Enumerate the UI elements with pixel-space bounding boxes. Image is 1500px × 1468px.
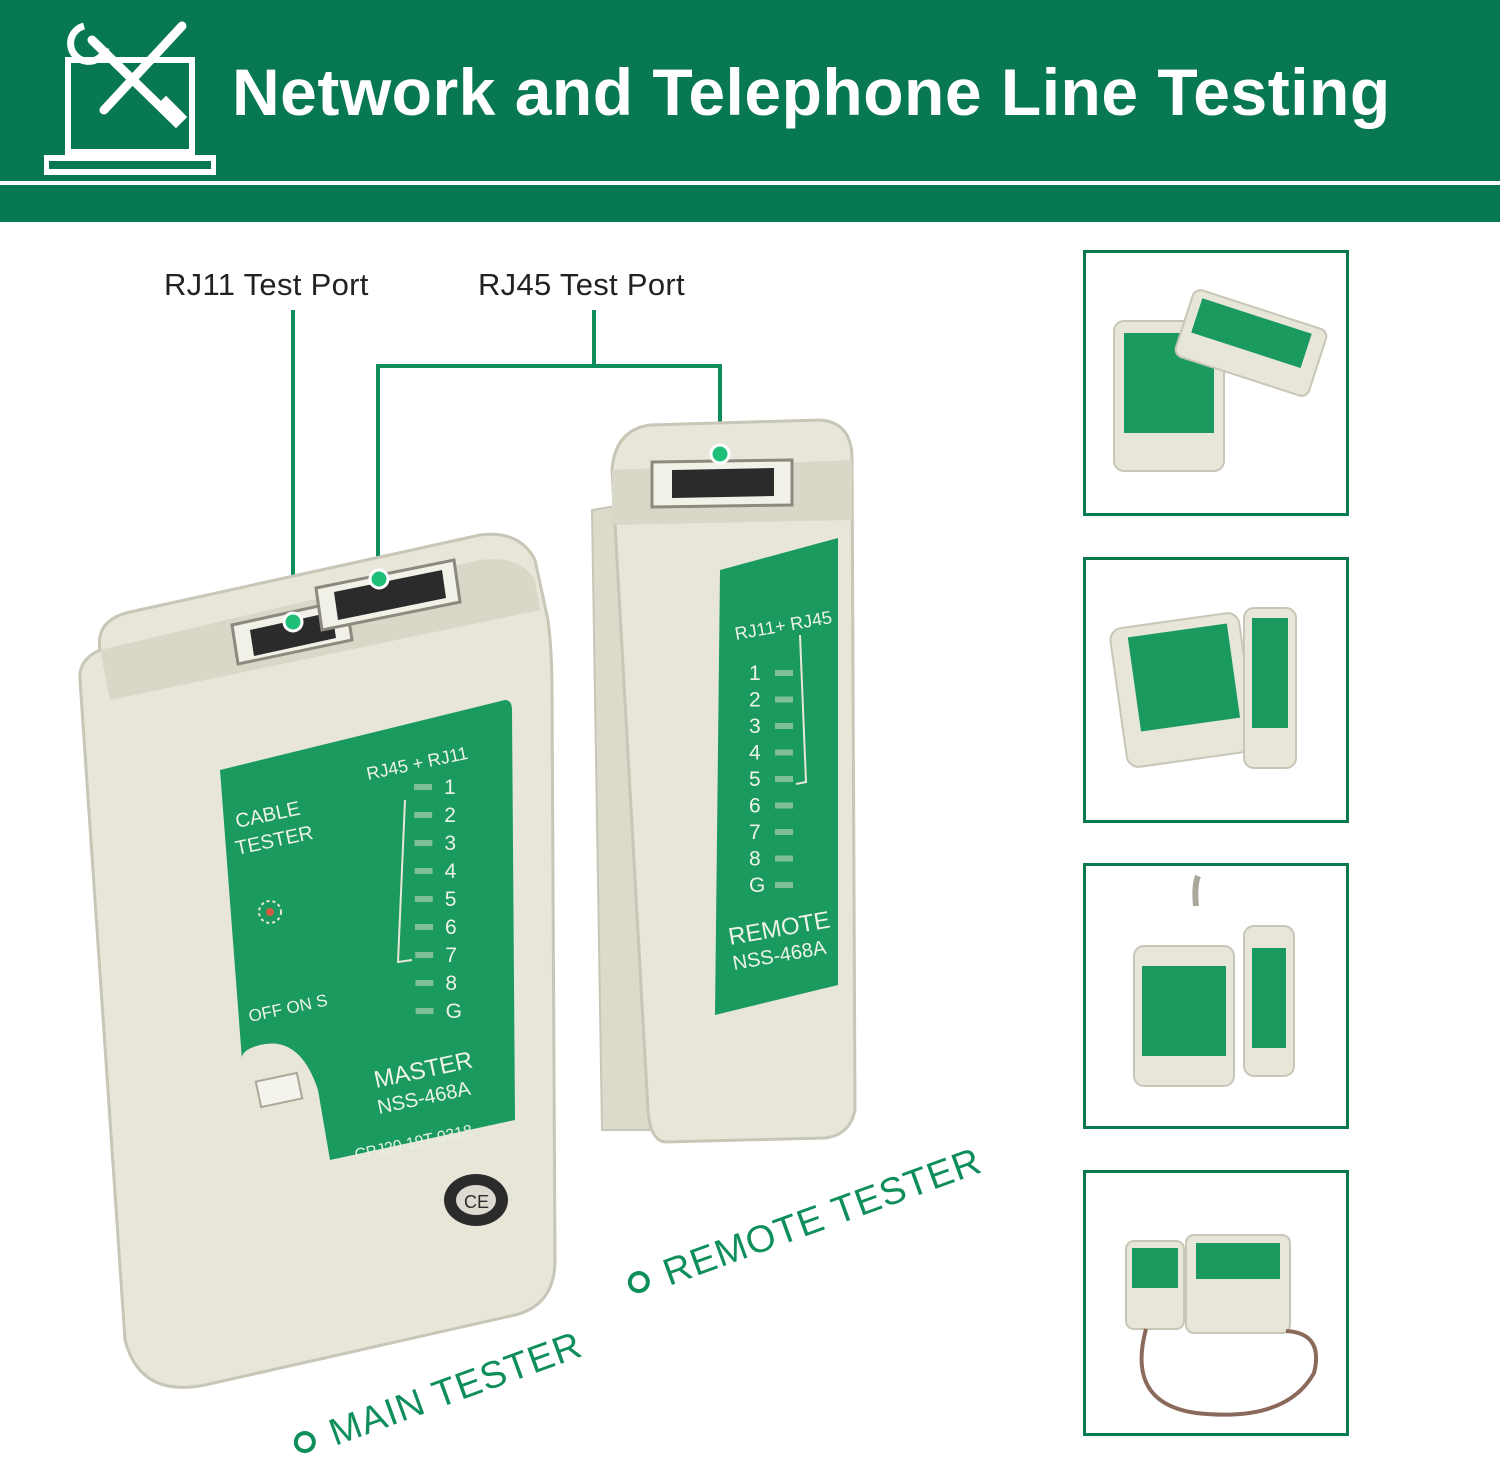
- main-tester: CABLE TESTER RJ45 + RJ11 OFF ON S MASTER…: [78, 532, 557, 1389]
- banner-divider: [0, 181, 1500, 185]
- power-led-icon: [258, 900, 282, 924]
- main-led-6: [415, 924, 433, 930]
- thumbnail-3[interactable]: [1083, 863, 1349, 1129]
- main-led-column: 1 2 3 4 5 6 7 8G: [414, 776, 462, 1023]
- remote-led-7: [775, 829, 793, 835]
- remote-led-label-8: 8: [749, 848, 761, 871]
- main-led-label-3: 3: [444, 832, 456, 855]
- remote-led-5: [775, 776, 793, 782]
- main-led-5: [414, 896, 433, 902]
- power-switch: [254, 1071, 304, 1109]
- remote-led-label-7: 7: [749, 821, 761, 844]
- thumbnail-3-image: [1133, 874, 1295, 1087]
- remote-led-label-G: G: [749, 874, 765, 897]
- main-led-label-2: 2: [444, 804, 456, 827]
- rj45-port-main: [314, 558, 462, 632]
- remote-led-G: [775, 882, 793, 888]
- main-panel: [220, 700, 515, 1160]
- remote-led-label-2: 2: [749, 689, 761, 712]
- rj45-port-label: RJ45 Test Port: [478, 267, 685, 302]
- main-led-3: [414, 840, 433, 846]
- remote-led-3: [775, 723, 793, 729]
- main-led-label-4: 4: [445, 860, 457, 883]
- main-led-1: [414, 784, 432, 790]
- thumbnail-2-image: [1109, 607, 1297, 769]
- remote-led-label-1: 1: [749, 662, 761, 685]
- remote-led-4: [775, 749, 793, 756]
- tester-illustration: CABLE TESTER RJ45 + RJ11 OFF ON S MASTER…: [78, 310, 857, 1389]
- rj11-callout-dot: [282, 611, 304, 633]
- main-led-4: [414, 868, 433, 874]
- laptop-tools-icon: [44, 21, 216, 175]
- remote-callout-dot: [709, 443, 731, 465]
- remote-led-8: [775, 855, 793, 862]
- header-banner: Network and Telephone Line Testing: [0, 0, 1500, 222]
- main-led-label-7: 7: [445, 944, 457, 967]
- main-led-label-1: 1: [444, 776, 456, 799]
- main-led-G: [415, 1008, 434, 1014]
- main-led-7: [415, 952, 434, 958]
- page-title: Network and Telephone Line Testing: [232, 55, 1391, 129]
- bullet-icon: [290, 1427, 319, 1457]
- thumbnail-1-image: [1113, 289, 1328, 472]
- remote-led-1: [775, 670, 793, 676]
- rj45-callout-dot: [368, 568, 390, 590]
- thumbnail-4-image: [1125, 1234, 1319, 1417]
- remote-led-label-6: 6: [749, 795, 761, 818]
- thumbnail-2[interactable]: [1083, 557, 1349, 823]
- remote-led-column: 1 2 3 4 5 6 7 8G: [749, 662, 793, 897]
- thumbnail-4[interactable]: [1083, 1170, 1349, 1436]
- ce-mark: CE: [464, 1192, 489, 1212]
- power-led: [266, 908, 274, 916]
- main-led-label-5: 5: [445, 888, 457, 911]
- main-led-label-6: 6: [445, 916, 457, 939]
- main-led-8: [415, 980, 434, 986]
- main-led-label-G: G: [446, 1000, 462, 1023]
- remote-led-label-4: 4: [749, 742, 761, 765]
- rj11-port-label: RJ11 Test Port: [164, 267, 369, 302]
- rj45-port-remote: [650, 458, 794, 509]
- main-led-2: [414, 812, 433, 818]
- thumbnail-1[interactable]: [1083, 250, 1349, 516]
- remote-led-label-3: 3: [749, 715, 761, 738]
- main-led-label-8: 8: [445, 972, 457, 995]
- remote-led-6: [775, 802, 793, 809]
- callout-lines: [291, 310, 722, 618]
- remote-led-label-5: 5: [749, 768, 761, 791]
- remote-led-2: [775, 696, 793, 703]
